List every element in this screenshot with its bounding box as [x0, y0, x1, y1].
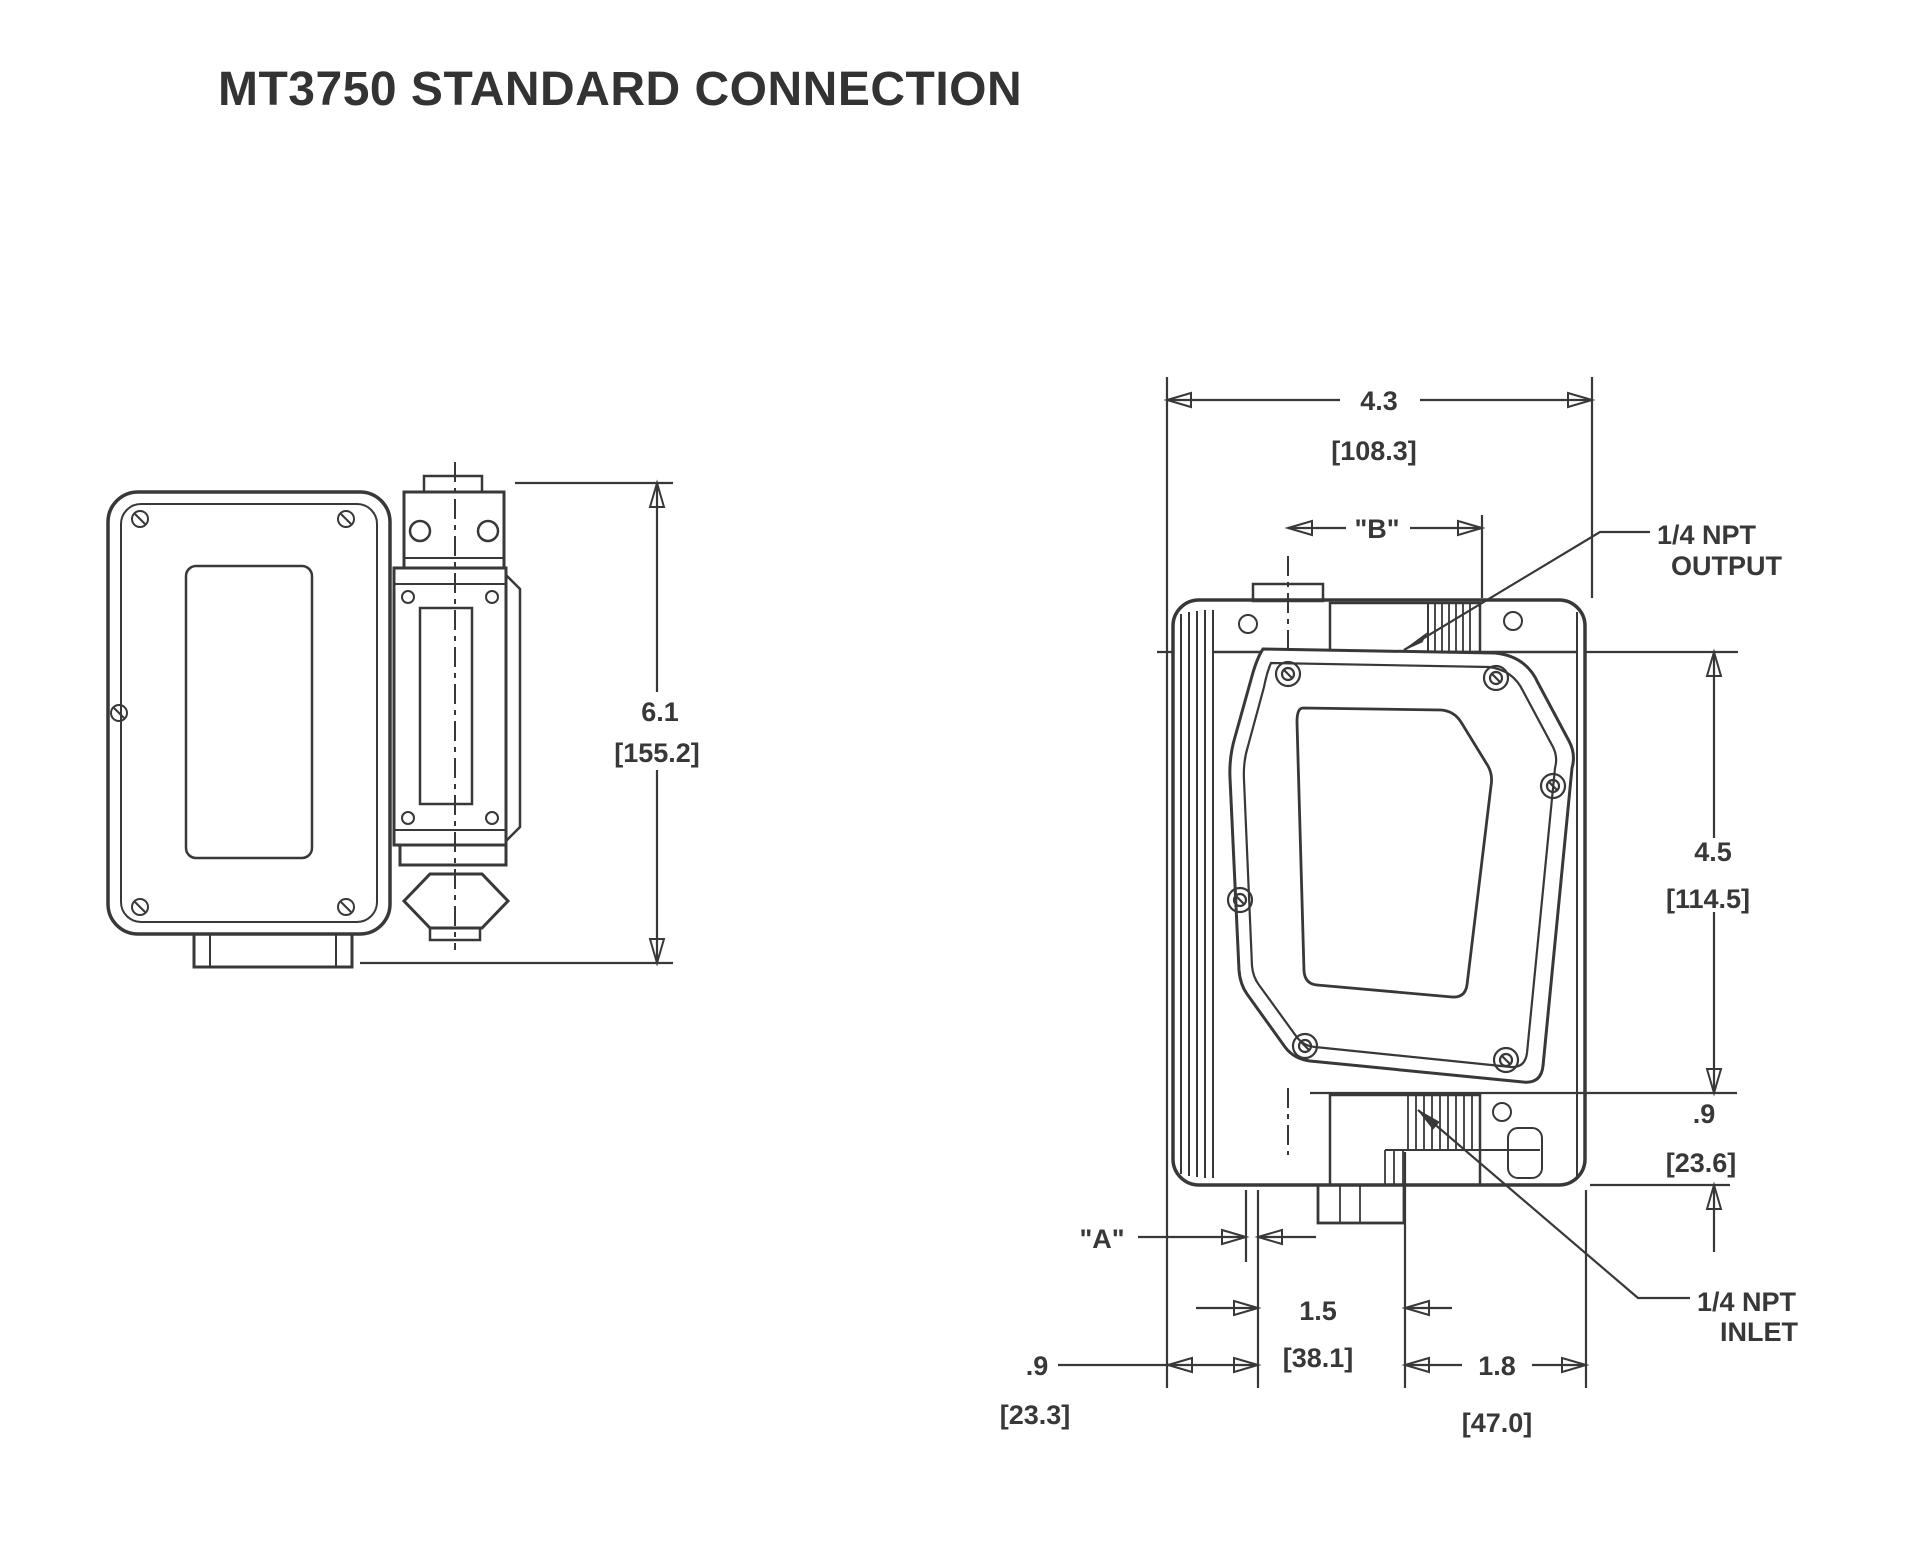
inlet-screw [1492, 1102, 1512, 1122]
dim-right-width-mm: [47.0] [1462, 1408, 1533, 1438]
meter-top-cap [422, 474, 484, 494]
arrow-left-icon [1284, 519, 1313, 537]
dim-front-height-inches: 4.5 [1694, 837, 1732, 867]
output-label-line2: OUTPUT [1671, 551, 1783, 581]
dim-b: "B" [1284, 514, 1486, 598]
arrow-down-icon [1705, 1068, 1723, 1097]
front-sight-window [1295, 706, 1493, 999]
dim-overall-width-mm: [108.3] [1331, 436, 1417, 466]
arrow-right-icon [1221, 1228, 1250, 1246]
dim-bottom-band: .9 [23.6] [1590, 1099, 1736, 1252]
arrow-up-icon [1705, 1181, 1723, 1210]
arrow-right-icon [1233, 1299, 1262, 1317]
dim-left-offset-inches: .9 [1026, 1351, 1049, 1381]
dim-bottom-band-mm: [23.6] [1666, 1148, 1737, 1178]
dim-right-width-inches: 1.8 [1478, 1351, 1516, 1381]
dim-side-height-mm: [155.2] [614, 738, 700, 768]
body-left-ribs [1180, 610, 1214, 1178]
inlet-label-line2: INLET [1720, 1317, 1799, 1347]
dim-left-offset-mm: [23.3] [1000, 1400, 1071, 1430]
top-left-screw [1238, 614, 1258, 634]
inlet-port-left-detail [1384, 1150, 1404, 1185]
mounting-bracket [192, 932, 354, 969]
meter-top-ports [408, 519, 500, 543]
leader-arrow-icon [1403, 632, 1428, 651]
display-window [184, 564, 314, 860]
enclosure-outline [106, 490, 392, 936]
dim-side-height-inches: 6.1 [641, 697, 679, 727]
dim-port-width: 1.5 [38.1] [1196, 1152, 1452, 1388]
dim-a: "A" [1079, 1190, 1316, 1388]
drawing-title: MT3750 STANDARD CONNECTION [218, 63, 1023, 116]
dim-b-label: "B" [1354, 514, 1399, 544]
side-view [106, 462, 522, 969]
front-view [1157, 377, 1738, 1388]
output-leader-line [1403, 530, 1650, 651]
dim-right-width: 1.8 [47.0] [1401, 1190, 1590, 1438]
output-label-line1: 1/4 NPT [1657, 520, 1757, 550]
dim-front-height: 4.5 [114.5] [1310, 648, 1750, 1097]
hex-fitting-tab [428, 926, 482, 942]
arrow-up-icon [1705, 648, 1723, 677]
inlet-boss [1316, 1183, 1406, 1225]
inlet-leader: 1/4 NPT INLET [1417, 1109, 1799, 1347]
dim-bottom-band-inches: .9 [1693, 1099, 1716, 1129]
inlet-label-line1: 1/4 NPT [1697, 1287, 1797, 1317]
arrow-left-icon [1254, 1228, 1283, 1246]
meter-bottom-flange [398, 843, 508, 867]
inlet-leader-line [1417, 1109, 1690, 1300]
leader-arrow-icon [1417, 1109, 1440, 1130]
dim-port-width-mm: [38.1] [1283, 1343, 1354, 1373]
meter-body-depth-edge [505, 574, 522, 842]
front-cover-screws [1226, 660, 1567, 1074]
meter-face-screws [401, 590, 499, 825]
front-cover [1228, 647, 1575, 1084]
enclosure-inner-outline [120, 503, 378, 923]
arrow-right-icon [1561, 1356, 1590, 1374]
arrow-right-icon [1567, 391, 1596, 409]
dim-overall-width: 4.3 [108.3] [1163, 386, 1596, 466]
arrow-left-icon [1401, 1356, 1430, 1374]
arrow-right-icon [1233, 1356, 1262, 1374]
inlet-port-corner-detail [1507, 1127, 1543, 1179]
mounting-bracket-detail [209, 934, 337, 967]
arrow-left-icon [1164, 1356, 1193, 1374]
meter-sight-window [418, 606, 474, 806]
dim-port-width-inches: 1.5 [1299, 1296, 1337, 1326]
dim-overall-width-inches: 4.3 [1360, 386, 1398, 416]
front-cover-inner-line [1242, 661, 1558, 1069]
dim-a-extension-lines [1244, 1190, 1260, 1388]
dim-side-height-extension-lines [360, 481, 673, 965]
inlet-boss-detail [1339, 1185, 1361, 1223]
arrow-down-icon [648, 938, 666, 967]
arrow-up-icon [648, 479, 666, 508]
output-leader: 1/4 NPT OUTPUT [1403, 520, 1783, 651]
dim-a-label: "A" [1079, 1224, 1124, 1254]
top-right-screw [1503, 611, 1523, 631]
dim-front-height-mm: [114.5] [1666, 884, 1750, 914]
arrow-left-icon [1401, 1299, 1430, 1317]
dim-side-height: 6.1 [155.2] [360, 479, 700, 967]
enclosure-screws [110, 510, 355, 916]
arrow-right-icon [1457, 519, 1486, 537]
arrow-left-icon [1163, 391, 1192, 409]
dim-left-offset: .9 [23.3] [1000, 1351, 1262, 1430]
meter-body-lines [394, 583, 506, 831]
